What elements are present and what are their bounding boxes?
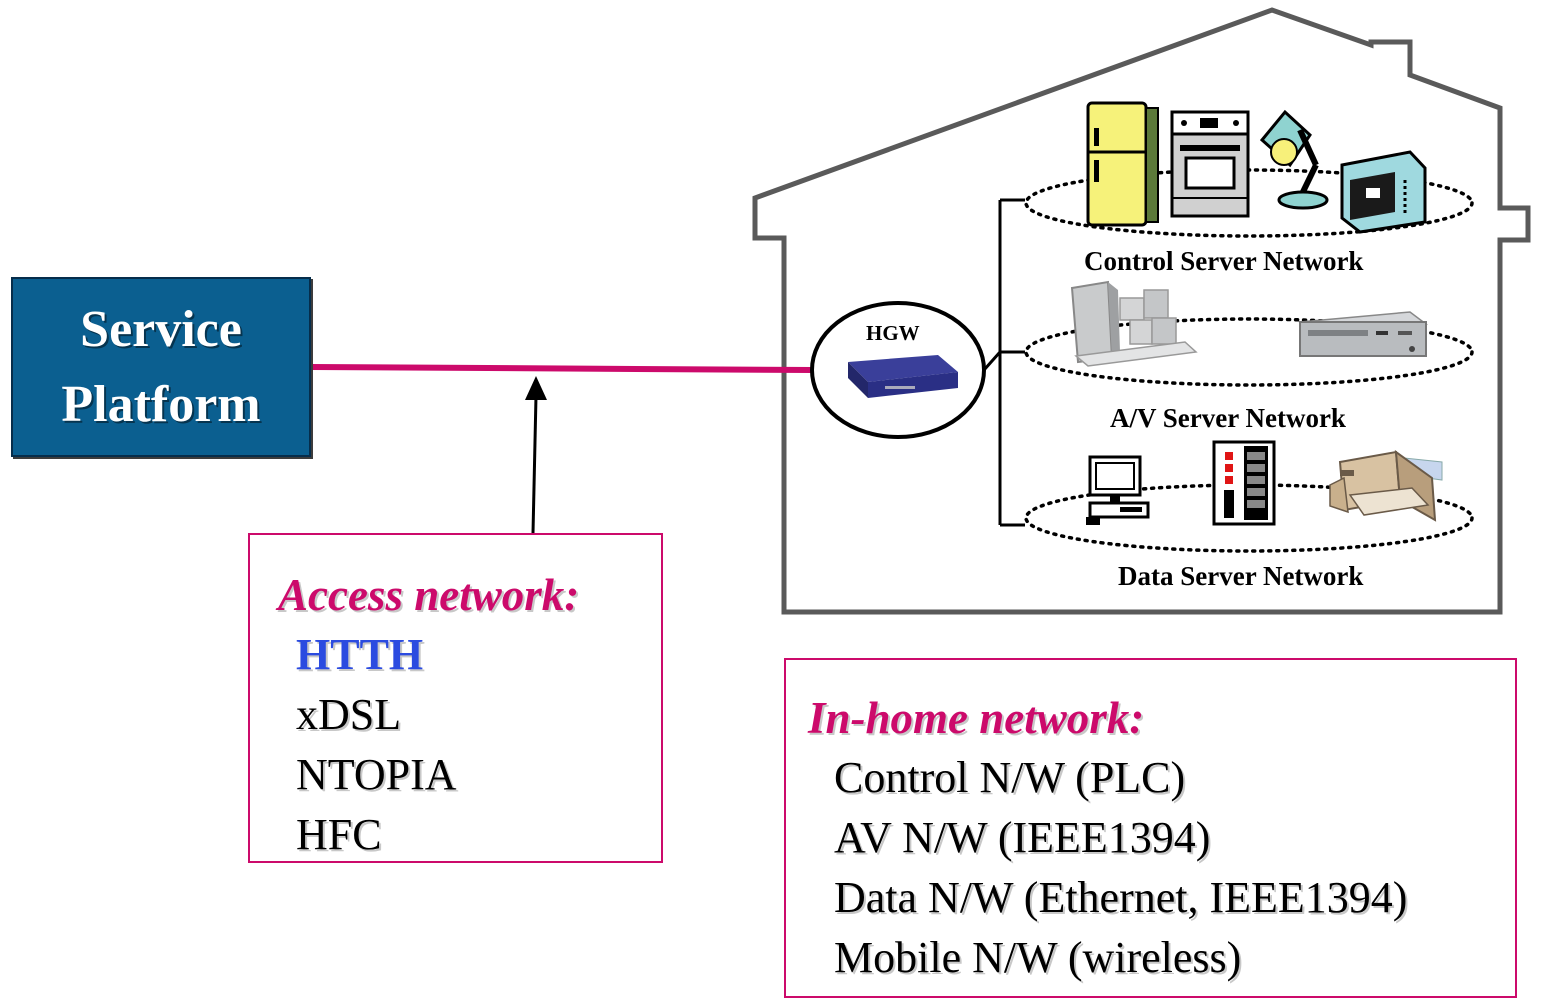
access-item-ntopia: NTOPIA bbox=[296, 750, 457, 799]
desktop-pc-icon bbox=[1086, 455, 1150, 525]
access-network-box: Access network: HTTH xDSL NTOPIA HFC bbox=[248, 533, 663, 863]
inhome-network-heading: In-home network: bbox=[808, 693, 1145, 743]
inhome-item-mobile: Mobile N/W (wireless) bbox=[834, 933, 1242, 982]
access-item-xdsl: xDSL bbox=[296, 690, 402, 739]
network-bus bbox=[982, 198, 1025, 527]
hgw-device-icon bbox=[848, 355, 958, 398]
home-theater-icon bbox=[1070, 280, 1198, 367]
access-arrow bbox=[531, 395, 538, 534]
access-item-htth: HTTH bbox=[296, 630, 424, 679]
access-network-heading: Access network: bbox=[278, 570, 580, 620]
inhome-network-box: In-home network: Control N/W (PLC) AV N/… bbox=[784, 658, 1517, 998]
data-network-label: Data Server Network bbox=[1118, 561, 1364, 591]
service-platform-line1: Service bbox=[80, 300, 242, 358]
server-tower-icon bbox=[1212, 440, 1276, 526]
access-link bbox=[310, 364, 813, 373]
service-platform-box: Service Platform bbox=[11, 277, 311, 457]
stove-icon bbox=[1170, 110, 1250, 218]
microwave-icon bbox=[1340, 150, 1427, 234]
house-outline bbox=[752, 7, 1531, 615]
inhome-item-control: Control N/W (PLC) bbox=[834, 753, 1186, 802]
av-network-ring bbox=[1024, 317, 1474, 387]
refrigerator-icon bbox=[1086, 101, 1159, 227]
inhome-item-data: Data N/W (Ethernet, IEEE1394) bbox=[834, 873, 1408, 922]
printer-icon bbox=[1329, 449, 1443, 522]
inhome-item-av: AV N/W (IEEE1394) bbox=[834, 813, 1211, 862]
desk-lamp-icon bbox=[1259, 109, 1329, 210]
access-item-hfc: HFC bbox=[296, 810, 382, 859]
hgw-label: HGW bbox=[866, 321, 920, 345]
access-arrow-head bbox=[525, 376, 547, 400]
service-platform-line2: Platform bbox=[61, 376, 261, 433]
av-network-label: A/V Server Network bbox=[1110, 403, 1346, 433]
control-network-label: Control Server Network bbox=[1084, 246, 1364, 276]
dvd-drive-icon bbox=[1297, 311, 1429, 357]
